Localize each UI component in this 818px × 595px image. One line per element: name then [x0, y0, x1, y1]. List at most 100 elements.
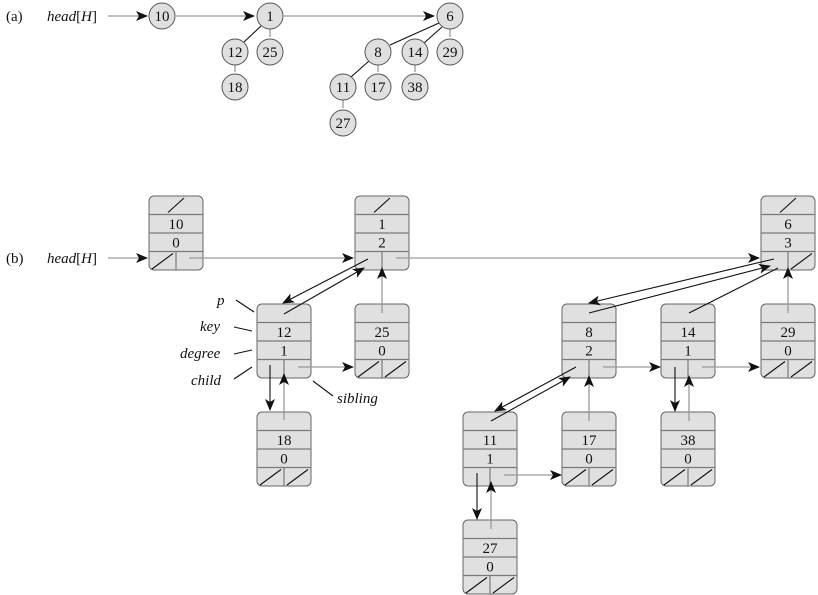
tree-node-circle [364, 73, 392, 101]
part-b-head-label: head[H] [47, 251, 97, 267]
tree-node-circle [401, 38, 429, 66]
node-degree: 1 [486, 452, 494, 468]
heap-node-14: 141 [660, 303, 716, 379]
nil-sibling-icon [790, 361, 813, 378]
head-word: head [47, 9, 77, 25]
nil-child-icon [151, 253, 174, 270]
tree-node-key: 10 [155, 9, 170, 25]
node-degree: 0 [280, 452, 288, 468]
nil-parent-icon [167, 197, 185, 213]
tree-node-circle [329, 73, 357, 101]
node-degree: 1 [280, 344, 288, 360]
node-key: 6 [784, 217, 792, 233]
node-degree: 0 [486, 560, 494, 576]
node-key: 27 [483, 541, 499, 557]
field-label-degree: degree [180, 346, 221, 362]
node-key: 12 [277, 325, 292, 341]
nil-child-icon [663, 469, 686, 486]
edge-1-12 [242, 25, 262, 44]
field-label-child: child [191, 373, 221, 389]
tree-node-key: 25 [263, 45, 278, 61]
head-H: H [80, 9, 93, 25]
node-degree: 0 [585, 452, 593, 468]
tree-node-key: 1 [266, 9, 274, 25]
part-b-pointers [108, 253, 793, 529]
node-key: 18 [277, 433, 292, 449]
field-leader-p [235, 299, 255, 313]
nil-sibling-icon [492, 577, 515, 594]
tree-node-12: 12 [221, 38, 249, 66]
tree-node-circle [436, 2, 464, 30]
tree-node-6: 6 [436, 2, 464, 30]
edge-6-14 [423, 26, 443, 44]
field-leader-child [233, 366, 253, 380]
heap-node-1: 12 [354, 195, 410, 271]
tree-node-key: 29 [443, 45, 458, 61]
node-degree: 2 [585, 344, 593, 360]
nil-sibling-icon [384, 361, 407, 378]
nil-sibling-icon [790, 253, 813, 270]
field-label-sibling: sibling [337, 391, 378, 407]
parent-14-to-6 [688, 267, 779, 314]
field-leader-degree [233, 349, 253, 355]
tree-node-18: 18 [221, 73, 249, 101]
heap-node-18: 180 [256, 411, 312, 487]
part-a-label: (a) [6, 9, 23, 25]
heap-node-27: 270 [462, 519, 518, 595]
node-key: 11 [483, 433, 497, 449]
tree-node-key: 11 [336, 80, 350, 96]
heap-node-29: 290 [760, 303, 816, 379]
nil-parent-icon [779, 197, 797, 213]
child-1-to-12 [282, 258, 369, 304]
tree-node-key: 12 [228, 45, 243, 61]
edge-8-11 [350, 60, 370, 78]
part-b-label: (b) [6, 251, 24, 267]
node-degree: 1 [684, 344, 692, 360]
tree-node-11: 11 [329, 73, 357, 101]
node-degree: 0 [378, 344, 386, 360]
tree-node-key: 6 [446, 9, 454, 25]
tree-node-circle [148, 2, 176, 30]
tree-node-key: 18 [228, 80, 243, 96]
node-key: 14 [681, 325, 697, 341]
nil-child-icon [259, 469, 282, 486]
child-6-to-8 [588, 258, 775, 306]
nil-child-icon [465, 577, 488, 594]
field-legend: p key degree child sibling [180, 293, 378, 407]
tree-node-key: 8 [374, 45, 382, 61]
heap-node-10: 100 [148, 195, 204, 271]
tree-node-key: 17 [371, 80, 387, 96]
node-key: 10 [169, 217, 184, 233]
parent-11-to-8 [490, 376, 571, 422]
tree-node-key: 27 [336, 116, 352, 132]
tree-node-17: 17 [364, 73, 392, 101]
node-key: 38 [681, 433, 696, 449]
tree-node-14: 14 [401, 38, 429, 66]
nil-sibling-icon [286, 469, 309, 486]
part-a-head-label: head[H] [47, 9, 97, 25]
tree-node-circle [256, 38, 284, 66]
tree-node-circle [364, 38, 392, 66]
head-word: head [47, 251, 77, 267]
node-degree: 0 [684, 452, 692, 468]
node-degree: 0 [172, 236, 180, 252]
nil-child-icon [357, 361, 380, 378]
field-leader-key [233, 326, 253, 332]
node-key: 25 [375, 325, 390, 341]
node-key: 29 [781, 325, 796, 341]
tree-node-25: 25 [256, 38, 284, 66]
field-label-key: key [200, 319, 220, 335]
tree-node-27: 27 [329, 109, 357, 137]
heap-node-25: 250 [354, 303, 410, 379]
field-leader-sibling [312, 380, 334, 397]
tree-node-circle [221, 38, 249, 66]
parent-8-to-6 [588, 263, 771, 314]
nil-child-icon [763, 361, 786, 378]
head-H: H [80, 251, 93, 267]
nil-child-icon [564, 469, 587, 486]
field-label-p: p [216, 293, 225, 309]
parent-12-to-1 [283, 267, 365, 315]
